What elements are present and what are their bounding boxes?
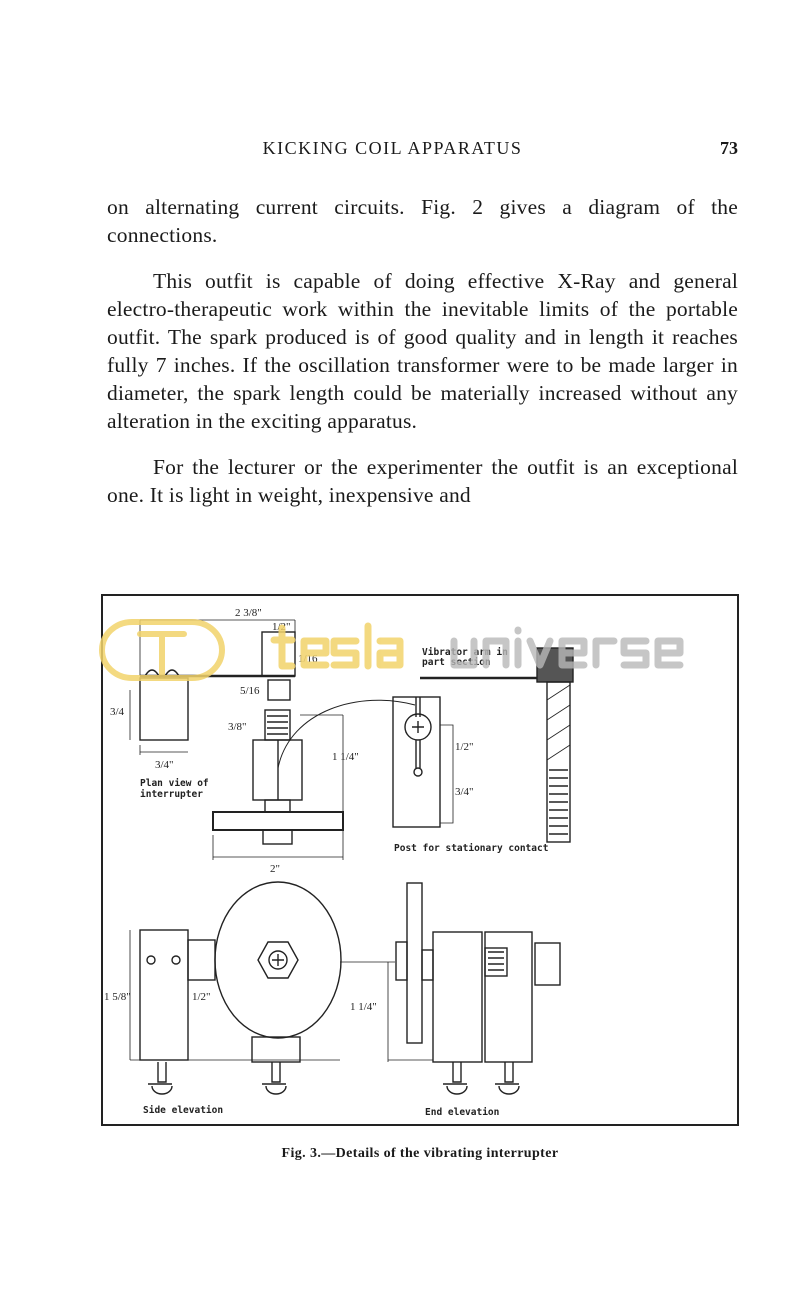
- plan-view: [129, 619, 416, 860]
- paragraph-3: For the lecturer or the experimenter the…: [107, 453, 738, 509]
- dim-1-1-4-mid: 1 1/4": [332, 751, 359, 763]
- label-end-elevation: End elevation: [425, 1107, 499, 1118]
- dim-1-2-post: 1/2": [455, 741, 474, 753]
- label-side-elevation: Side elevation: [143, 1105, 223, 1116]
- label-plan-view-1: Plan view of: [140, 778, 209, 789]
- end-elevation: [340, 882, 561, 1063]
- dim-1-1-4-end: 1 1/4": [350, 1001, 377, 1013]
- dim-3-4-left: 3/4: [110, 706, 125, 718]
- post-stationary-contact: [392, 696, 454, 828]
- figure-caption: Fig. 3.—Details of the vibrating interru…: [281, 1146, 559, 1161]
- paragraph-text: For the lecturer or the experimenter the…: [107, 455, 738, 507]
- dim-1-2-side: 1/2": [192, 991, 211, 1003]
- dim-5-16: 5/16: [240, 685, 260, 697]
- dim-2: 2": [270, 863, 280, 875]
- page-header: KICKING COIL APPARATUS 73: [107, 138, 738, 164]
- figure-interrupter-drawing: Plan view of interrupter Vibrator arm in…: [100, 590, 740, 1130]
- label-plan-view-2: interrupter: [140, 789, 203, 800]
- dim-3-4-bottom: 3/4": [155, 759, 174, 771]
- dim-1-5-8: 1 5/8": [104, 991, 131, 1003]
- vibrator-arm: [420, 647, 574, 843]
- label-post: Post for stationary contact: [394, 843, 548, 854]
- dim-1-16: 1/16: [298, 653, 318, 665]
- dim-3-4-post: 3/4": [455, 786, 474, 798]
- figure-border: [101, 594, 739, 1126]
- dim-2-3-8: 2 3/8": [235, 607, 262, 619]
- side-elevation: [129, 881, 342, 1063]
- paragraph-text: on alternating current circuits. Fig. 2 …: [107, 195, 738, 247]
- feet-screws: [148, 1062, 520, 1095]
- dim-1-2-top: 1/2": [272, 621, 291, 633]
- dim-3-8: 3/8": [228, 721, 247, 733]
- label-vibrator-2: part section: [422, 657, 491, 668]
- page-number: 73: [720, 138, 738, 158]
- body-text: on alternating current circuits. Fig. 2 …: [107, 193, 738, 527]
- paragraph-2: This outfit is capable of doing effectiv…: [107, 267, 738, 435]
- paragraph-text: This outfit is capable of doing effectiv…: [107, 269, 738, 433]
- running-title: KICKING COIL APPARATUS: [262, 138, 523, 158]
- paragraph-1: on alternating current circuits. Fig. 2 …: [107, 193, 738, 249]
